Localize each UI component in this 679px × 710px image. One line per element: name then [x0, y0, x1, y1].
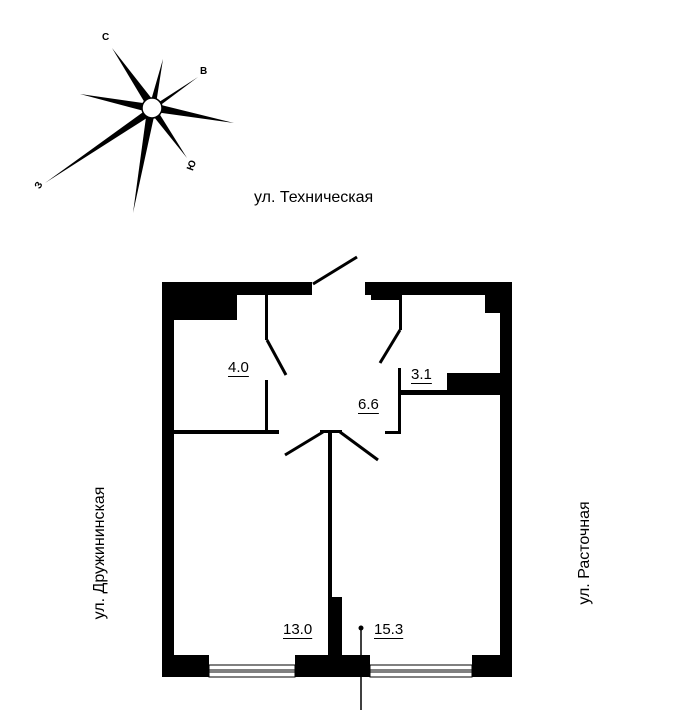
compass-east-label: В [200, 66, 208, 77]
room-area-room-left: 13.0 [283, 621, 313, 638]
room-area-wc: 3.1 [411, 366, 432, 383]
street-left-label: ул. Дружининская [91, 486, 108, 620]
room-area-bathroom: 4.0 [228, 359, 249, 376]
doors [265, 255, 402, 462]
room-area-hallway: 6.6 [358, 396, 379, 413]
street-top-label: ул. Техническая [254, 189, 374, 206]
room-area-room-right: 15.3 [374, 621, 404, 638]
compass-rose-icon [45, 48, 234, 213]
windows [208, 664, 473, 678]
walls [162, 282, 512, 677]
entrance-pin [358, 625, 364, 710]
street-right-label: ул. Расточная [576, 501, 593, 605]
compass-north-label: С [102, 32, 110, 43]
